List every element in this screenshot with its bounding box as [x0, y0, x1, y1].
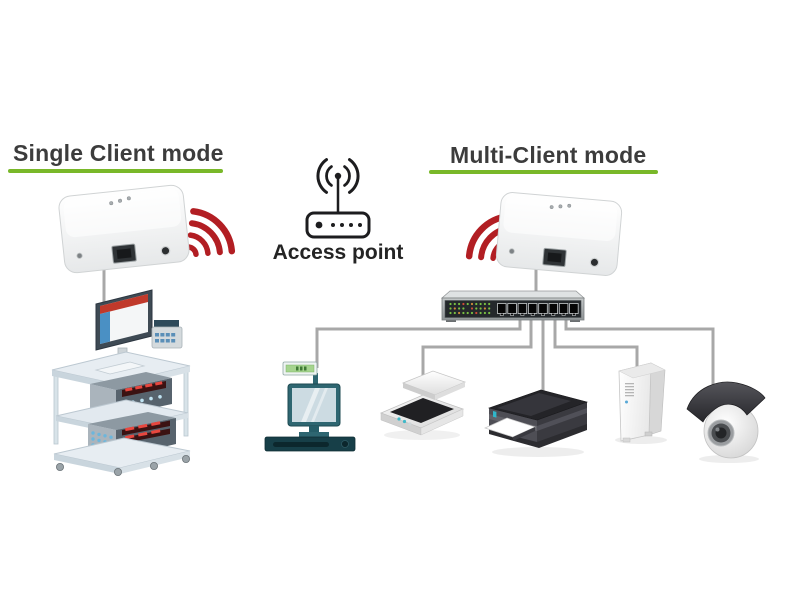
client-adapter-left-icon	[58, 184, 190, 274]
network-switch-icon	[440, 290, 586, 322]
client-adapter-right-icon	[495, 192, 623, 276]
access-point-label: Access point	[272, 241, 404, 264]
camera-icon	[686, 381, 766, 463]
medical-cart-icon	[51, 289, 191, 476]
single-client-mode-title: Single Client mode	[13, 140, 224, 166]
single-client-underline	[8, 169, 223, 173]
pos-terminal-icon	[264, 361, 356, 452]
scanner-icon	[379, 370, 467, 440]
multi-client-underline	[429, 170, 658, 174]
access-point-icon	[305, 158, 371, 239]
wifi-waves-left-icon	[186, 208, 236, 258]
external-drive-icon	[615, 362, 667, 444]
multi-client-mode-title: Multi-Client mode	[450, 142, 647, 168]
printer-icon	[484, 389, 589, 457]
